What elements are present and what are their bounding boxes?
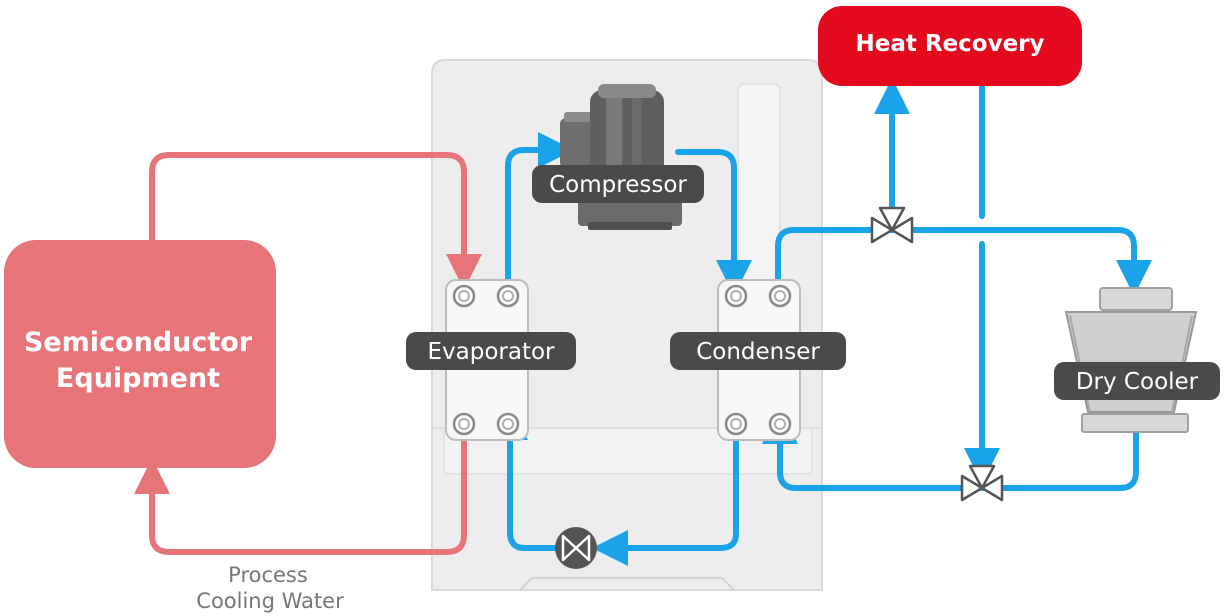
semiconductor-label-line2: Equipment (56, 363, 220, 394)
process-cooling-loop (134, 152, 482, 555)
heat-recovery-label: Heat Recovery (855, 31, 1044, 57)
dry-cooler-icon (1064, 287, 1198, 433)
coolant-loop (492, 78, 1152, 566)
chiller-cabinet (431, 59, 823, 591)
compressor-label: Compressor (549, 172, 687, 198)
three-way-valve-lower-icon (960, 464, 1004, 502)
three-way-valve-upper-icon (870, 206, 914, 244)
dry-cooler-label: Dry Cooler (1076, 369, 1199, 395)
process-water-label-line1: Process (228, 563, 308, 587)
label-backgrounds (406, 165, 1220, 400)
expansion-valve-icon (555, 527, 597, 569)
heat-recovery-box (818, 6, 1082, 86)
evaporator-label: Evaporator (427, 339, 555, 365)
semiconductor-equipment-box (4, 240, 276, 468)
condenser-label: Condenser (696, 339, 820, 365)
process-water-label-line2: Cooling Water (196, 589, 344, 613)
semiconductor-label-line1: Semiconductor (24, 327, 253, 358)
compressor-icon (560, 84, 682, 230)
